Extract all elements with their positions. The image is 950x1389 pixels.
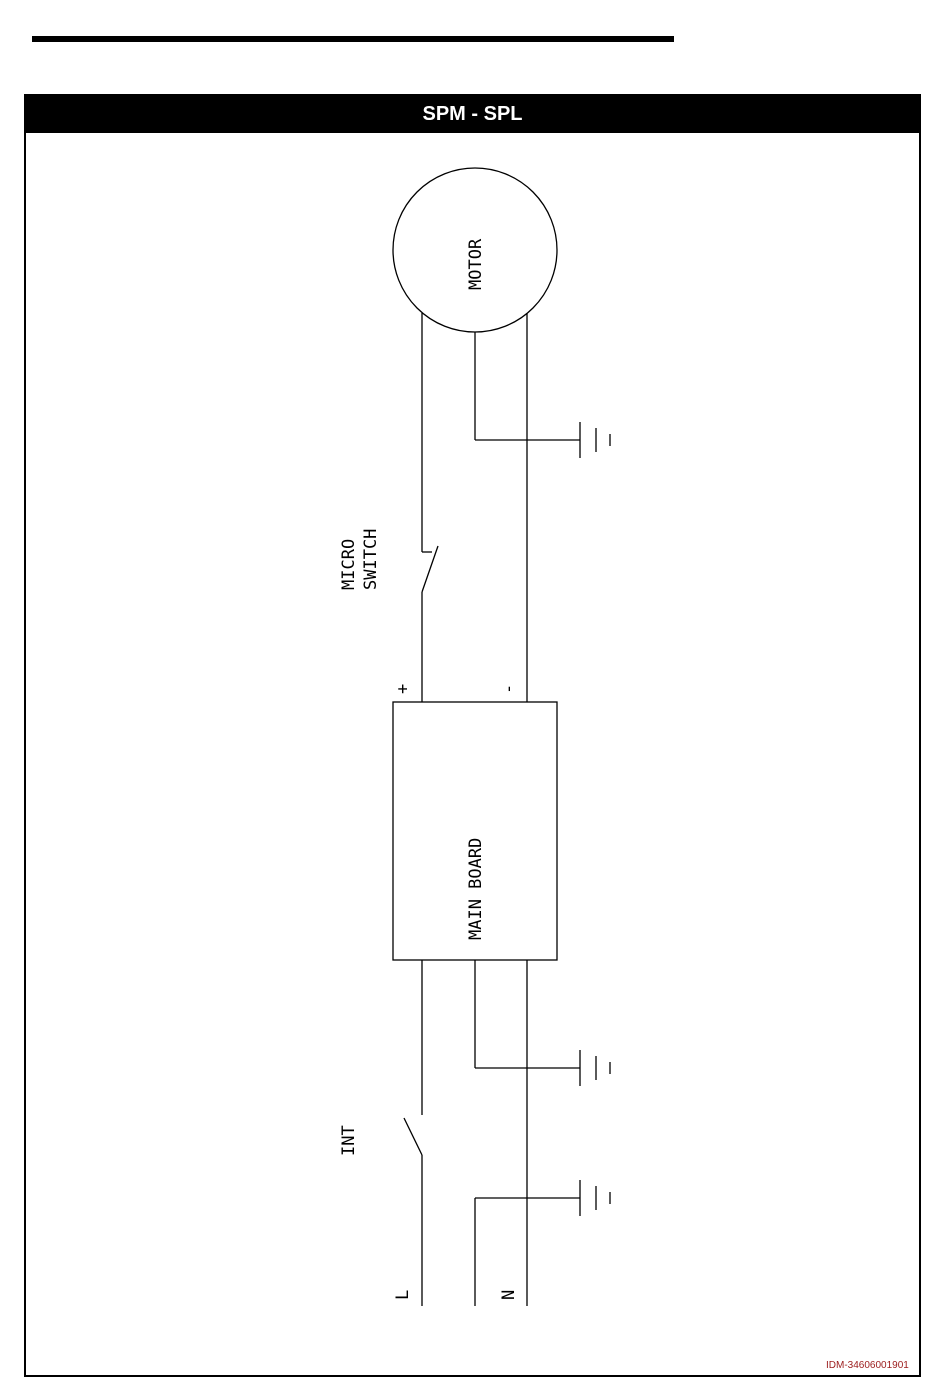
- ground-icon: [580, 1050, 610, 1086]
- main-board-label: MAIN BOARD: [466, 838, 486, 940]
- ground-icon: [580, 422, 610, 458]
- micro-switch-label-line1: MICRO: [339, 539, 359, 590]
- int-switch-label: INT: [339, 1125, 359, 1156]
- motor-label: MOTOR: [466, 238, 486, 290]
- micro-switch-label-line2: SWITCH: [361, 529, 381, 590]
- int-switch-blade: [404, 1118, 422, 1155]
- line-label: L: [393, 1290, 413, 1300]
- positive-terminal-label: +: [393, 684, 413, 694]
- micro-switch-blade: [422, 546, 438, 592]
- ground-icon: [580, 1180, 610, 1216]
- neutral-label: N: [499, 1290, 519, 1300]
- document-id: IDM-34606001901: [826, 1360, 909, 1371]
- negative-terminal-label: -: [499, 684, 519, 694]
